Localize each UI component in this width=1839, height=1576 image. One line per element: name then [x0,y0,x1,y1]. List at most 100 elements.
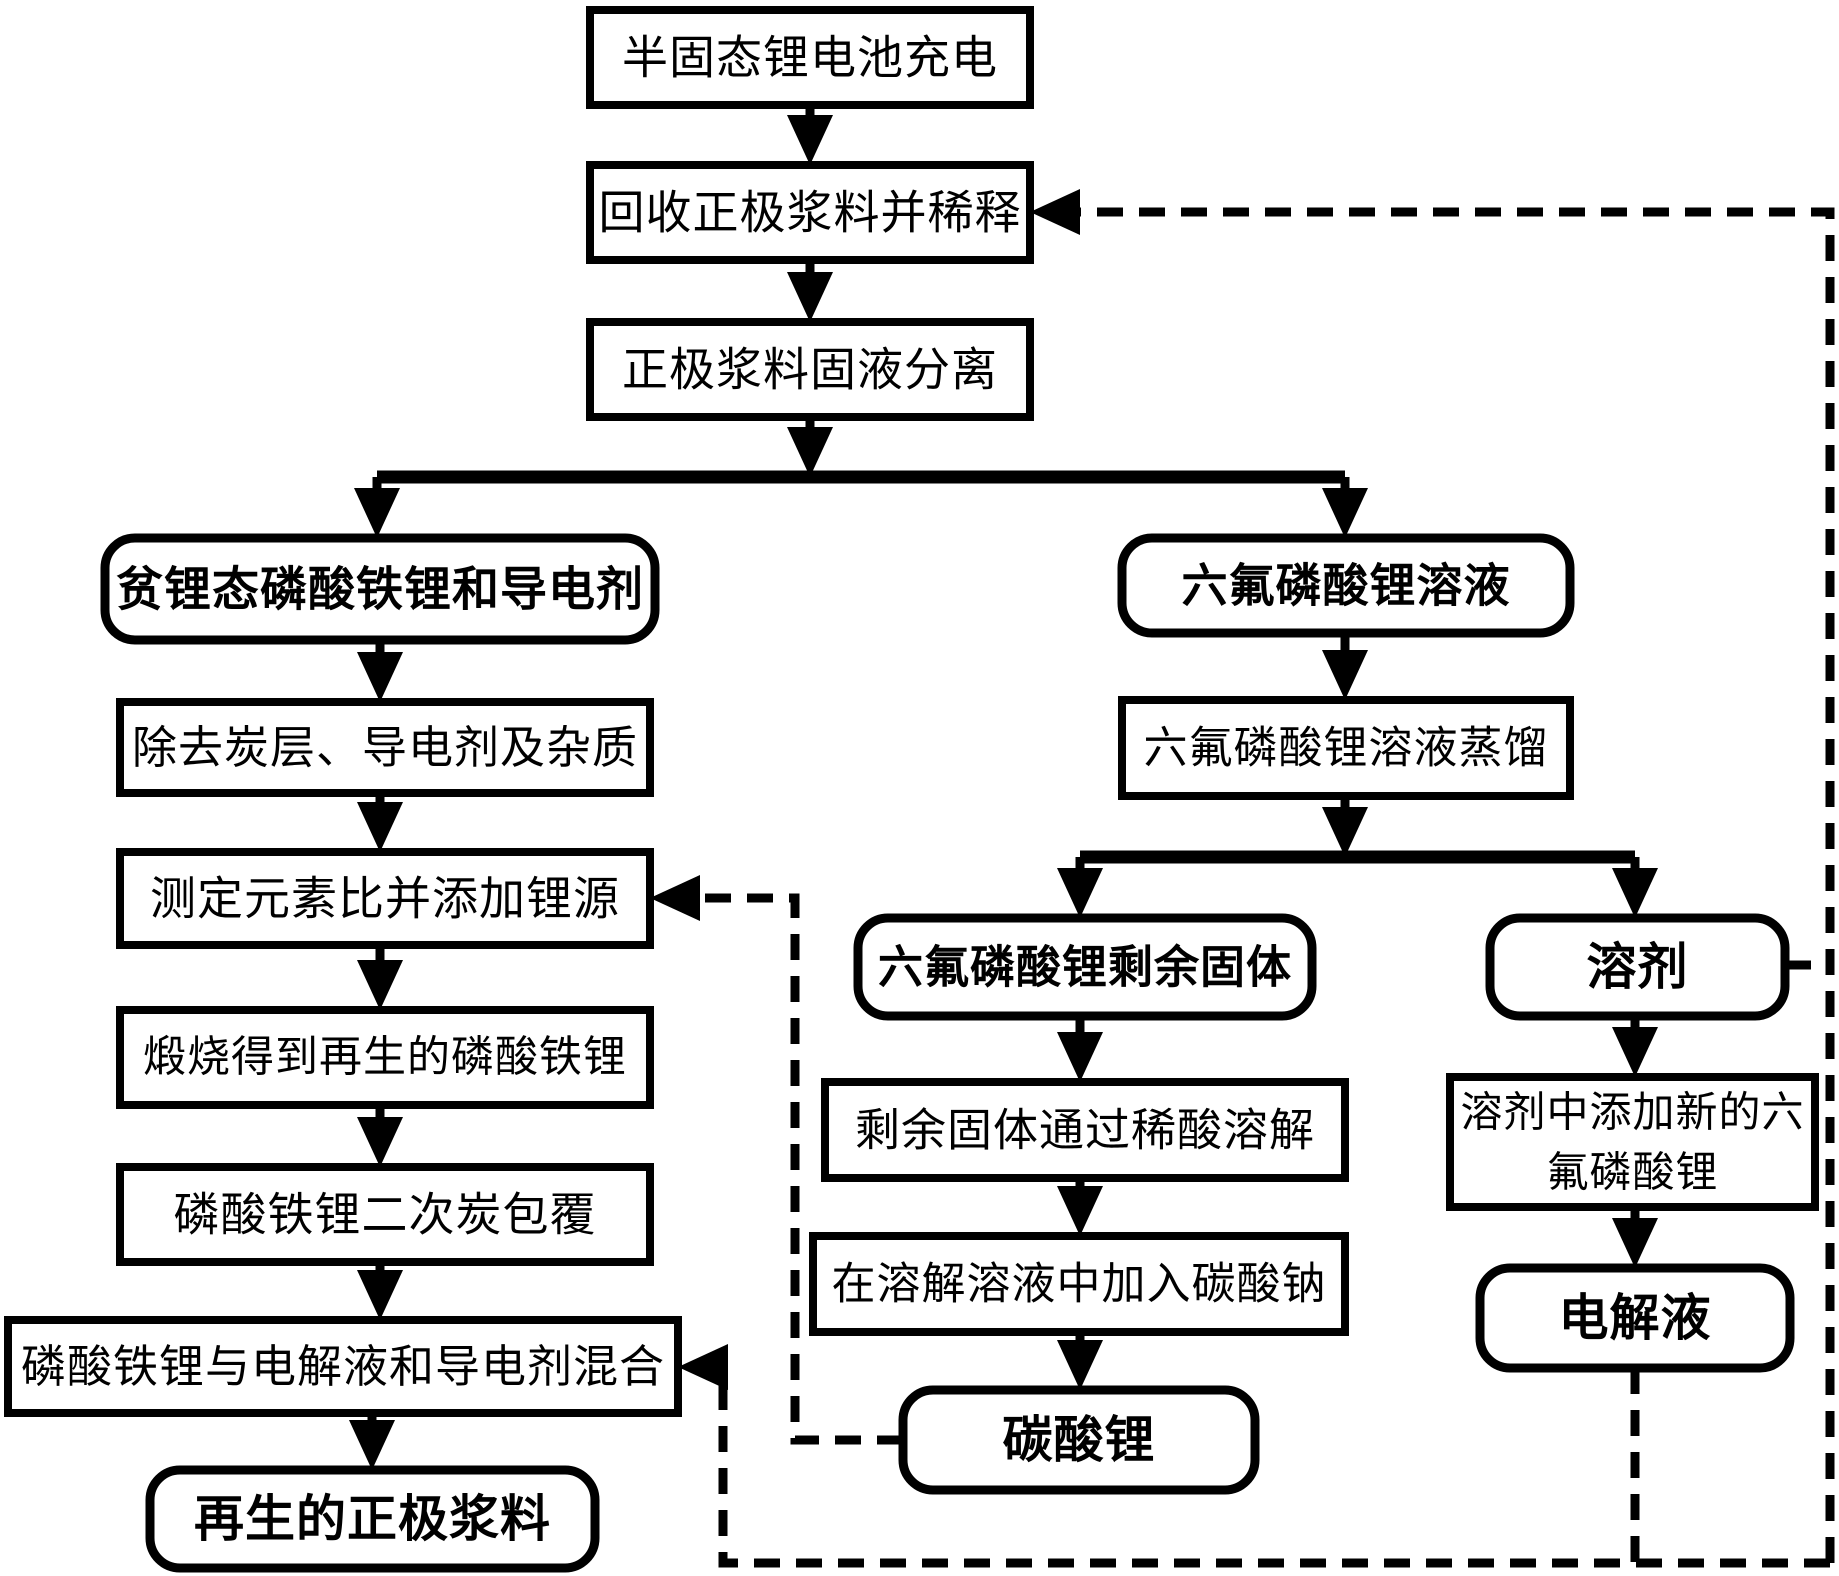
arrowhead-split-to-lipf6-solution [1322,488,1368,538]
node-label-calcine-regenerate-lfp: 煅烧得到再生的磷酸铁锂 [143,1034,627,1082]
node-lipf6-residual-solid: 六氟磷酸锂剩余固体 [853,913,1317,1021]
arrowhead-lean-lfp-to-remove-carbon [357,652,403,702]
arrowhead-split2-to-residual-solid [1057,868,1103,918]
node-label-solvent: 溶剂 [1587,939,1689,995]
edge-dissolve-to-add-soda [1057,1178,1103,1236]
node-recover-dilute: 回收正极浆料并稀释 [586,161,1034,264]
edge-solvent-to-add-new-lipf6 [1612,1016,1658,1077]
edge-split-to-lean-lfp [354,477,400,538]
node-box-recover-dilute [586,161,1034,264]
edge-lipf6-solution-to-distillation [1322,633,1368,700]
node-label-measure-ratio-add-li: 测定元素比并添加锂源 [150,873,620,925]
node-calcine-regenerate-lfp: 煅烧得到再生的磷酸铁锂 [116,1006,654,1109]
arrowhead-li2co3-feedback-to-measure [650,875,700,921]
node-lean-lfp-conductive: 贫锂态磷酸铁锂和导电剂 [100,533,660,645]
node-box-lithium-carbonate [898,1385,1260,1495]
node-add-sodium-carbonate: 在溶解溶液中加入碳酸钠 [809,1232,1349,1336]
edge-mix-to-regenerated-slurry [349,1413,395,1470]
node-box-calcine-regenerate-lfp [116,1006,654,1109]
node-label-mix-lfp-electrolyte-conductive: 磷酸铁锂与电解液和导电剂混合 [21,1341,665,1392]
arrowhead-residual-to-dissolve [1057,1032,1103,1082]
arrowhead-remove-carbon-to-measure [357,802,403,852]
arrowhead-solvent-to-add-new-lipf6 [1612,1027,1658,1077]
node-box-lipf6-solution-distillation [1118,696,1574,800]
arrowhead-separation-to-split [787,427,833,477]
arrowhead-charge-to-recover [787,115,833,165]
edge-calcine-to-coating [357,1105,403,1167]
arrowhead-add-new-lipf6-to-electrolyte [1612,1218,1658,1268]
node-measure-ratio-add-li: 测定元素比并添加锂源 [116,848,654,949]
edge-add-new-lipf6-to-electrolyte [1612,1207,1658,1268]
edge-right-line-feedback-to-recover [1030,189,1835,1563]
node-lipf6-solution: 六氟磷酸锂溶液 [1117,533,1575,638]
edge-coating-to-mix [357,1262,403,1320]
node-remove-carbon-impurity: 除去炭层、导电剂及杂质 [116,698,654,797]
node-label-lipf6-solution: 六氟磷酸锂溶液 [1182,560,1511,612]
node-mix-lfp-electrolyte-conductive: 磷酸铁锂与电解液和导电剂混合 [4,1316,682,1417]
node-lipf6-solution-distillation: 六氟磷酸锂溶液蒸馏 [1118,696,1574,800]
edge-bottom-line-feedback-to-mix [678,1344,1830,1568]
dashed-connector-right-line-feedback-to-recover [1080,207,1835,1563]
arrowhead-split2-to-solvent [1612,868,1658,918]
arrowhead-measure-to-calcine [357,960,403,1010]
node-box-add-new-lipf6-to-solvent [1446,1073,1819,1211]
node-regenerated-cathode-slurry: 再生的正极浆料 [145,1465,600,1573]
edge-separation-to-split [787,417,833,477]
node-lithium-carbonate: 碳酸锂 [898,1385,1260,1495]
node-solid-liquid-separation: 正极浆料固液分离 [586,318,1034,421]
arrowhead-dissolve-to-add-soda [1057,1186,1103,1236]
arrowhead-coating-to-mix [357,1270,403,1320]
node-dissolve-residual-dilute-acid: 剩余固体通过稀酸溶解 [821,1078,1349,1182]
edge-recover-to-separation [787,260,833,322]
node-label-charge-battery: 半固态锂电池充电 [622,32,998,84]
node-electrolyte: 电解液 [1475,1263,1795,1373]
node-box-dissolve-residual-dilute-acid [821,1078,1349,1182]
node-secondary-carbon-coating: 磷酸铁锂二次炭包覆 [116,1163,654,1266]
arrowhead-add-soda-to-li2co3 [1057,1340,1103,1390]
node-label-lipf6-solution-distillation: 六氟磷酸锂溶液蒸馏 [1144,724,1549,773]
node-box-electrolyte [1475,1263,1795,1373]
arrowhead-split-to-lean-lfp [354,488,400,538]
arrowhead-calcine-to-coating [357,1117,403,1167]
edge-split-to-lipf6-solution [1322,477,1368,538]
edge-li2co3-feedback-to-measure [650,875,903,1445]
node-box-remove-carbon-impurity [116,698,654,797]
node-box-charge-battery [586,6,1034,109]
node-label-remove-carbon-impurity: 除去炭层、导电剂及杂质 [132,722,638,773]
node-box-lipf6-residual-solid [853,913,1317,1021]
arrowhead-distillation-to-split2 [1322,807,1368,857]
arrowhead-recover-to-separation [787,272,833,322]
arrowhead-mix-to-regenerated-slurry [349,1420,395,1470]
edge-lean-lfp-to-remove-carbon [357,640,403,702]
node-label-add-new-lipf6-to-solvent-line1: 溶剂中添加新的六 [1460,1089,1804,1136]
node-box-measure-ratio-add-li [116,848,654,949]
node-box-solvent [1485,913,1790,1021]
node-label-solid-liquid-separation: 正极浆料固液分离 [622,344,998,396]
node-label-lean-lfp-conductive: 贫锂态磷酸铁锂和导电剂 [116,563,644,616]
edge-split2-to-residual-solid [1057,857,1103,918]
node-box-lean-lfp-conductive [100,533,660,645]
arrowhead-right-line-feedback-to-recover [1030,189,1080,235]
node-label-recover-dilute: 回收正极浆料并稀释 [599,187,1022,239]
node-label-secondary-carbon-coating: 磷酸铁锂二次炭包覆 [174,1189,597,1241]
node-box-secondary-carbon-coating [116,1163,654,1266]
node-label-lithium-carbonate: 碳酸锂 [1003,1412,1156,1468]
edge-add-soda-to-li2co3 [1057,1332,1103,1390]
dashed-connector-li2co3-feedback-to-measure [700,893,903,1445]
edge-remove-carbon-to-measure [357,793,403,852]
node-charge-battery: 半固态锂电池充电 [586,6,1034,109]
edge-distillation-to-split2 [1322,796,1368,857]
node-box-solid-liquid-separation [586,318,1034,421]
node-label-dissolve-residual-dilute-acid: 剩余固体通过稀酸溶解 [855,1105,1315,1156]
edge-residual-to-dissolve [1057,1016,1103,1082]
node-box-regenerated-cathode-slurry [145,1465,600,1573]
node-label-electrolyte: 电解液 [1559,1290,1712,1346]
edge-charge-to-recover [787,105,833,165]
node-box-lipf6-solution [1117,533,1575,638]
node-box-mix-lfp-electrolyte-conductive [4,1316,682,1417]
node-label-regenerated-cathode-slurry: 再生的正极浆料 [194,1491,551,1547]
arrowhead-lipf6-solution-to-distillation [1322,650,1368,700]
node-box-add-sodium-carbonate [809,1232,1349,1336]
